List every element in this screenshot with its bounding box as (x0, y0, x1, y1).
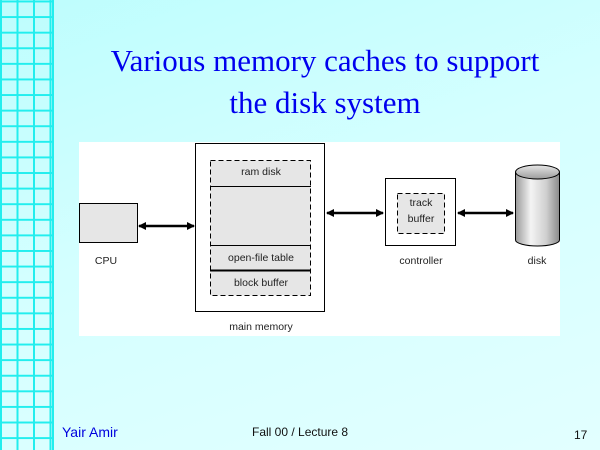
disk-cache-diagram: CPU ram disk open-file table block buffe… (79, 142, 560, 336)
slide-title: Various memory caches to support the dis… (75, 40, 575, 124)
footer-author: Yair Amir (62, 424, 118, 440)
footer-course: Fall 00 / Lecture 8 (252, 425, 349, 439)
cpu-label: CPU (94, 255, 118, 267)
diagram-graphics (79, 143, 560, 312)
decorative-grid (0, 0, 54, 450)
track-buffer-box (397, 193, 445, 234)
controller-label: controller (399, 255, 443, 267)
track-buffer-label-line-2: buffer (407, 213, 435, 225)
title-line-1: Various memory caches to support (110, 43, 540, 78)
open-file-table-label: open-file table (228, 252, 294, 264)
track-buffer-label-line-1: track (409, 197, 433, 209)
disk-label: disk (527, 255, 547, 267)
disk-icon (515, 164, 560, 247)
ram-disk-label: ram disk (241, 166, 281, 178)
block-buffer-label: block buffer (233, 277, 289, 289)
title-line-2: the disk system (229, 85, 421, 120)
footer-page-number: 17 (574, 428, 588, 442)
cpu-box (79, 203, 138, 243)
main-memory-label: main memory (229, 321, 293, 333)
memory-cache-region (210, 160, 311, 296)
